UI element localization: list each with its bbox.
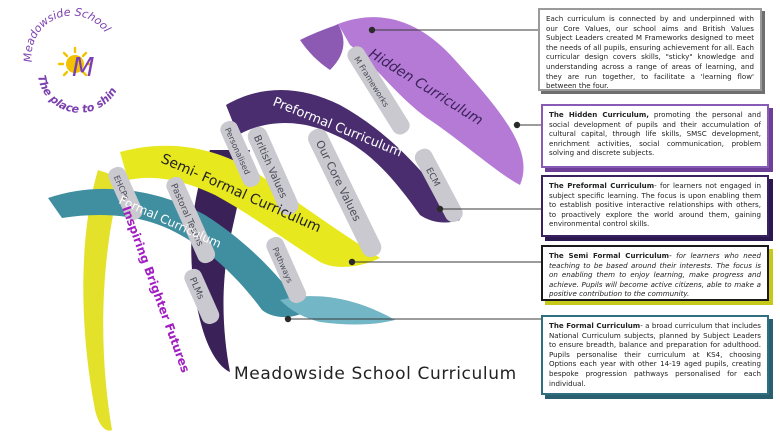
sun-icon — [57, 46, 93, 77]
preformal-curriculum-text: - for learners not engaged in subject sp… — [549, 181, 761, 229]
hidden-curriculum-text: promoting the personal and social develo… — [549, 110, 761, 158]
semi-formal-curriculum-ribbon — [120, 145, 380, 267]
logo-letter: M — [72, 53, 94, 83]
semi-formal-curriculum-ribbon-tail — [83, 170, 128, 431]
school-logo: Meadowside School M The place to shine! — [0, 0, 120, 116]
preformal-curriculum-title: The Preformal Curriculum — [549, 181, 655, 190]
formal-curriculum-text: - a broad curriculum that includes Natio… — [549, 321, 761, 388]
svg-text:Our Core Values: Our Core Values — [313, 138, 364, 224]
semi-formal-curriculum-title: The Semi Formal Curriculum — [549, 251, 670, 260]
formal-curriculum-title: The Formal Curriculum — [549, 321, 641, 330]
rung-plms: PLMs — [184, 268, 220, 325]
rung-ecm: ECM — [414, 148, 463, 223]
hidden-curriculum-ribbon — [338, 17, 524, 186]
connector-lines — [288, 29, 541, 320]
rung-ehcps: EHCPs — [108, 166, 143, 221]
connector-dots — [284, 26, 521, 323]
hidden-curriculum-box: The Hidden Curriculum, promoting the per… — [541, 104, 769, 168]
semi-formal-curriculum-box: The Semi Formal Curriculum- for learners… — [541, 245, 769, 301]
hidden-curriculum-title: The Hidden Curriculum, — [549, 110, 649, 119]
formal-curriculum-box: The Formal Curriculum- a broad curriculu… — [541, 315, 769, 395]
preformal-curriculum-box: The Preformal Curriculum- for learners n… — [541, 175, 769, 237]
preformal-curriculum-ribbon — [226, 90, 460, 223]
formal-curriculum-ribbon — [48, 188, 305, 318]
hidden-curriculum-ribbon-back — [300, 24, 344, 70]
diagram-caption: Meadowside School Curriculum — [234, 364, 517, 384]
formal-curriculum-ribbon-lower — [280, 296, 395, 325]
intro-text: Each curriculum is connected by and unde… — [546, 14, 754, 91]
logo-school-name: Meadowside School — [21, 5, 113, 62]
semi-formal-curriculum-text: - for learners who need teaching to be b… — [549, 251, 761, 299]
intro-description-box: Each curriculum is connected by and unde… — [538, 8, 762, 91]
